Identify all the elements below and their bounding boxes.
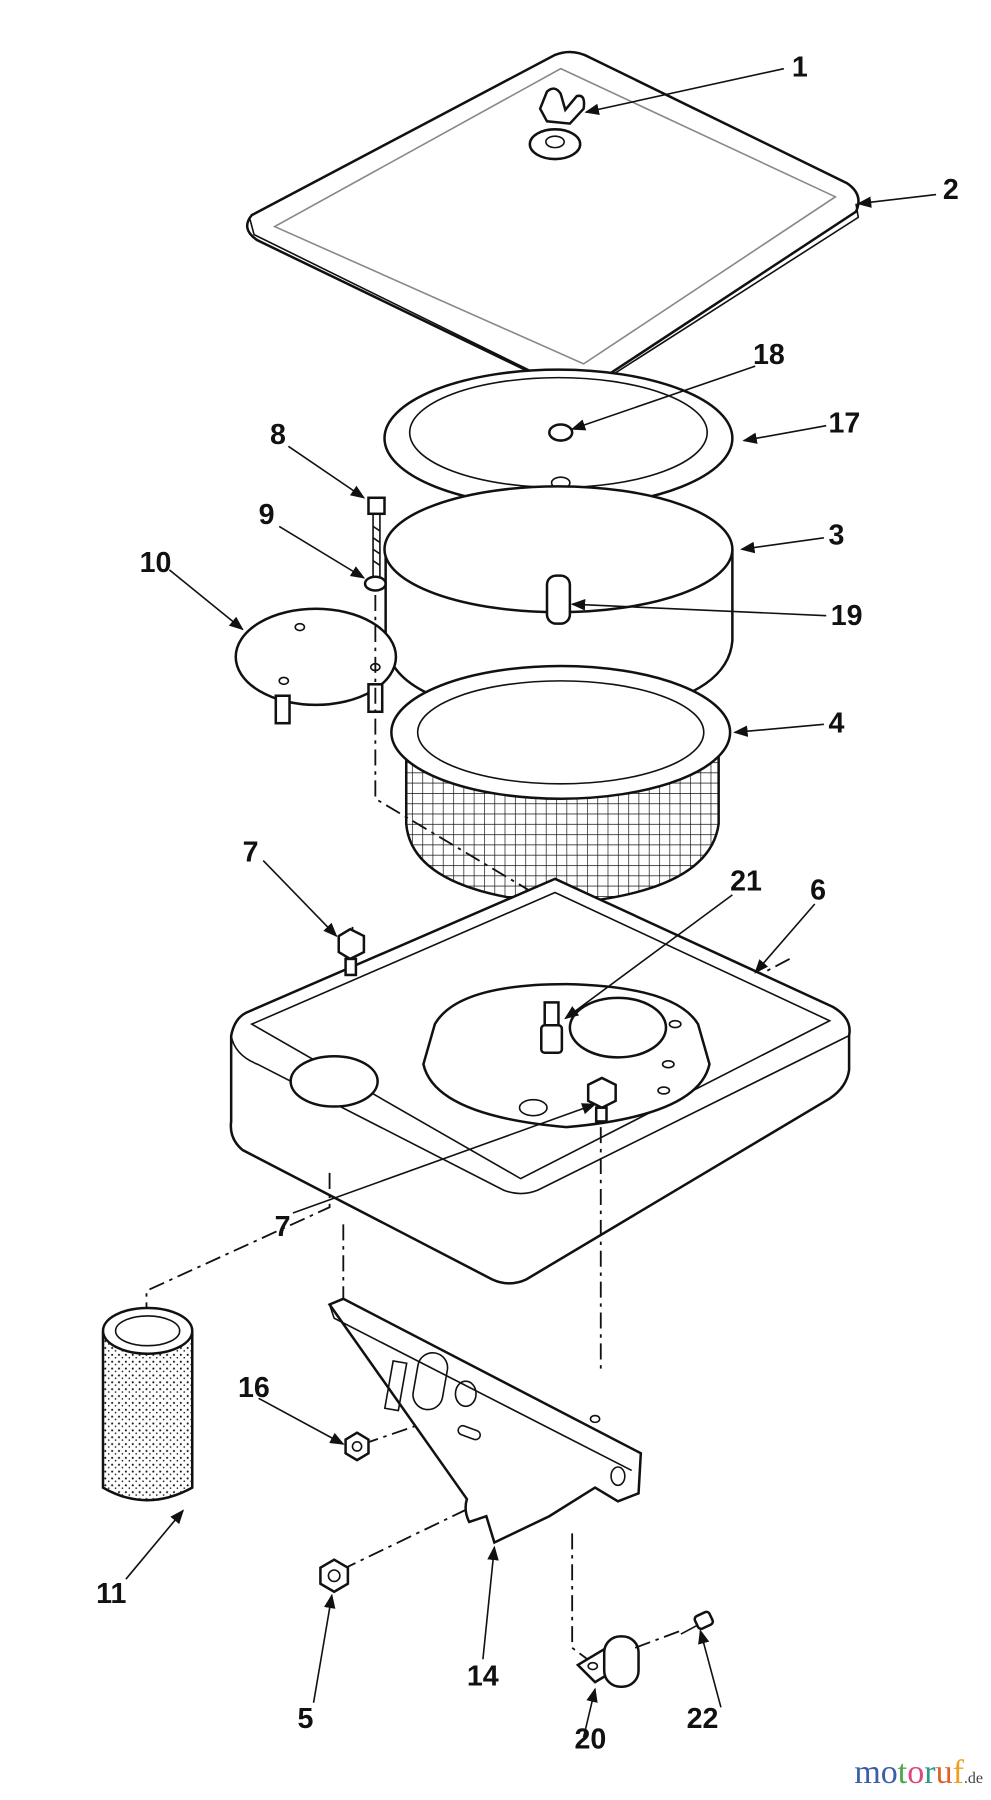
callout-5: 5 (298, 1703, 314, 1735)
watermark-letter: m (854, 1754, 881, 1791)
callout-14: 14 (467, 1661, 499, 1693)
callout-2: 2 (943, 174, 959, 206)
wing-nut (538, 87, 586, 125)
callout-7: 7 (243, 837, 259, 869)
washer (363, 575, 387, 592)
clamp (575, 1635, 640, 1688)
callout-18: 18 (753, 339, 785, 371)
callout-4: 4 (828, 707, 844, 739)
air-cleaner-base (229, 877, 851, 1285)
mounting-plate (234, 607, 398, 725)
callout-10: 10 (140, 547, 172, 579)
watermark-letter: u (935, 1754, 953, 1791)
callout-21: 21 (730, 865, 762, 897)
watermark-letter: t (897, 1754, 908, 1791)
bolt (367, 496, 386, 578)
nut (344, 1431, 370, 1462)
callout-7b: 7 (275, 1211, 291, 1243)
mounting-bracket (327, 1297, 643, 1545)
watermark-logo: motoruf.de (854, 1754, 983, 1791)
screw (680, 1610, 715, 1635)
hex-bolt (337, 927, 366, 977)
leader-lines (125, 67, 937, 1738)
hex-nut (319, 1558, 350, 1594)
callout-20: 20 (574, 1724, 606, 1756)
callout-8: 8 (270, 419, 286, 451)
watermark-letter: o (907, 1754, 925, 1791)
callout-19: 19 (831, 600, 863, 632)
callout-11: 11 (96, 1578, 126, 1610)
stud (540, 1001, 564, 1055)
callout-1: 1 (792, 52, 808, 84)
watermark-letter: r (924, 1754, 936, 1791)
hex-bolt (586, 1076, 617, 1123)
watermark-letter: o (880, 1754, 898, 1791)
watermark-letter: f (952, 1754, 964, 1791)
callout-16: 16 (238, 1372, 270, 1404)
callout-22: 22 (687, 1703, 719, 1735)
callout-6: 6 (810, 874, 826, 906)
filter-element (390, 664, 732, 906)
callout-3: 3 (828, 520, 844, 552)
callout-17: 17 (828, 408, 860, 440)
callout-9: 9 (259, 499, 275, 531)
foam-sleeve (101, 1306, 194, 1502)
callout-labels: 1 2 18 17 8 9 3 10 19 4 7 21 6 7 16 11 5… (96, 52, 959, 1756)
